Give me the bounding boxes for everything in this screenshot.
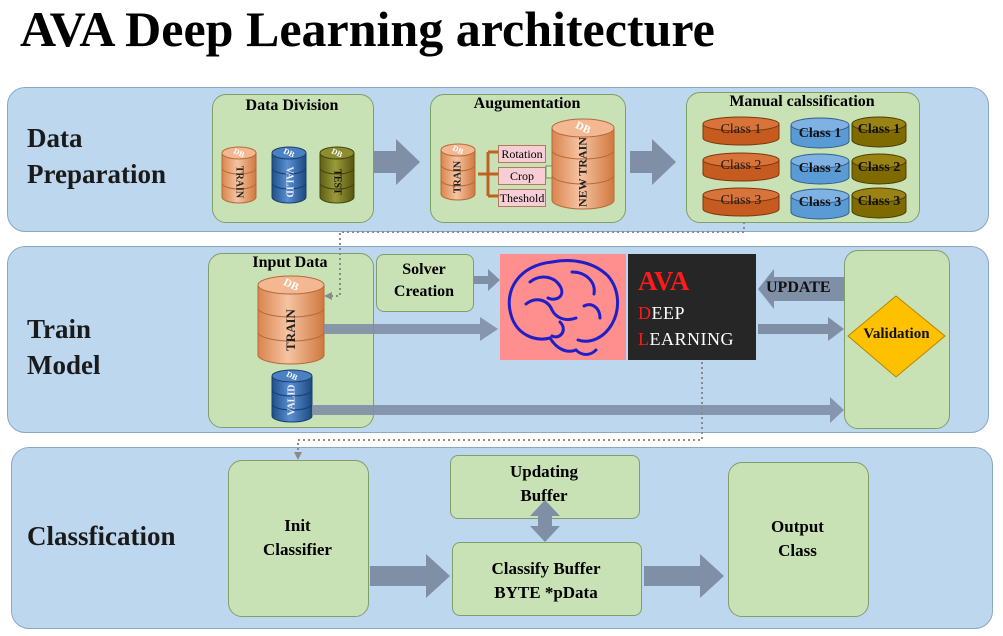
label-train-model: Train Model [27, 311, 101, 383]
class-column-olive [851, 116, 907, 219]
arrow-buffer-bidirectional [530, 500, 560, 542]
input-valid-label: VALID [286, 384, 298, 416]
cyl-label-test: TEST [331, 169, 343, 195]
init-classifier-box [228, 460, 369, 617]
ava-learning-line: LEARNING [638, 329, 734, 350]
input-data-title: Input Data [252, 254, 328, 271]
brain-icon [507, 259, 619, 356]
aug-op-crop: Crop [498, 167, 546, 185]
label-train-line2: Model [27, 350, 101, 380]
classify-buffer-label: Classify Buffer BYTE *pData [452, 557, 640, 605]
label-classification: Classfication [27, 521, 176, 551]
class-orange-1: Class 1 [720, 122, 762, 137]
db-cylinder-aug-train [440, 143, 476, 201]
data-division-title: Data Division [245, 97, 339, 114]
class-column-blue [790, 117, 850, 220]
connector-manual-to-input [324, 222, 745, 297]
ava-learning-first: L [638, 329, 650, 349]
augmentation-title: Augumentation [473, 95, 581, 112]
arrow-brain-to-validation [758, 317, 844, 341]
arrow-solver-to-brain [474, 269, 500, 291]
ava-learning-rest: EARNING [649, 329, 734, 349]
arrow-classify-to-output [644, 554, 724, 598]
label-train-line1: Train [27, 314, 92, 344]
connector-arrowhead-input [324, 292, 332, 300]
class-blue-3: Class 3 [798, 195, 842, 210]
manual-classification-title: Manual calssification [729, 93, 875, 110]
db-cylinder-input-valid [271, 369, 313, 423]
validation-label: Validation [863, 326, 930, 342]
arrow-division-to-aug [374, 139, 420, 185]
label-data-line2: Preparation [27, 159, 166, 189]
arrow-init-to-classify [370, 554, 450, 598]
label-data-preparation: Data Preparation [27, 120, 166, 192]
db-cylinder-valid [271, 146, 307, 204]
arrow-valid-to-validation [312, 397, 844, 423]
class-blue-1: Class 1 [798, 126, 842, 141]
arrow-aug-to-manual [630, 139, 676, 185]
cyl-label-train: TRAIN [233, 165, 245, 199]
connector-arrowhead-classification [294, 452, 302, 460]
cyl-label-new-train: NEW TRAIN [575, 137, 590, 207]
classify-line2: BYTE *pData [494, 583, 598, 602]
ava-deep-line: DEEP [638, 303, 685, 324]
db-cylinder-test [319, 146, 355, 204]
aug-op-threshold: Theshold [498, 189, 546, 207]
init-line2: Classifier [263, 540, 332, 559]
updating-line1: Updating [509, 462, 579, 481]
solver-line2: Creation [393, 283, 455, 300]
label-data-line1: Data [27, 123, 83, 153]
classify-buffer-box [452, 542, 642, 616]
output-class-box [728, 462, 869, 617]
ava-title: AVA [638, 266, 690, 296]
arrow-update-back [758, 269, 844, 309]
class-olive-1: Class 1 [857, 122, 901, 137]
arrow-train-to-brain [324, 317, 498, 341]
class-blue-2: Class 2 [798, 161, 842, 176]
db-cylinder-input-train [257, 275, 325, 365]
update-label: UPDATE [766, 279, 831, 296]
ava-deep-first: D [638, 303, 652, 323]
augmentation-bracket [478, 150, 498, 198]
classify-line1: Classify Buffer [491, 559, 601, 578]
updating-line2: Buffer [520, 486, 568, 505]
diagram-title: AVA Deep Learning architecture [20, 1, 715, 57]
connector-ava-to-classification [297, 362, 703, 452]
cyl-label-aug-train: TRAIN [452, 160, 464, 194]
solver-creation-box [376, 254, 474, 312]
class-olive-2: Class 2 [857, 160, 901, 175]
class-column-orange [702, 116, 780, 217]
solver-line1: Solver [402, 261, 446, 278]
ava-panel [628, 254, 756, 360]
output-line2: Class [778, 541, 817, 560]
updating-buffer-label: Updating Buffer [450, 460, 638, 508]
input-train-label: TRAIN [283, 309, 298, 351]
class-orange-2: Class 2 [720, 158, 762, 173]
class-orange-3: Class 3 [720, 193, 762, 208]
db-cylinder-train [221, 146, 257, 204]
class-olive-3: Class 3 [857, 194, 901, 209]
output-line1: Output [771, 517, 824, 536]
solver-creation-label: Solver Creation [376, 259, 472, 303]
aug-op-rotation: Rotation [498, 145, 546, 163]
validation-diamond [847, 295, 946, 378]
db-cylinder-new-train [551, 118, 615, 210]
init-classifier-label: Init Classifier [228, 514, 367, 562]
cyl-label-valid: VALID [283, 166, 295, 198]
init-line1: Init [284, 516, 311, 535]
output-class-label: Output Class [728, 515, 867, 563]
ava-deep-rest: EEP [651, 303, 686, 323]
